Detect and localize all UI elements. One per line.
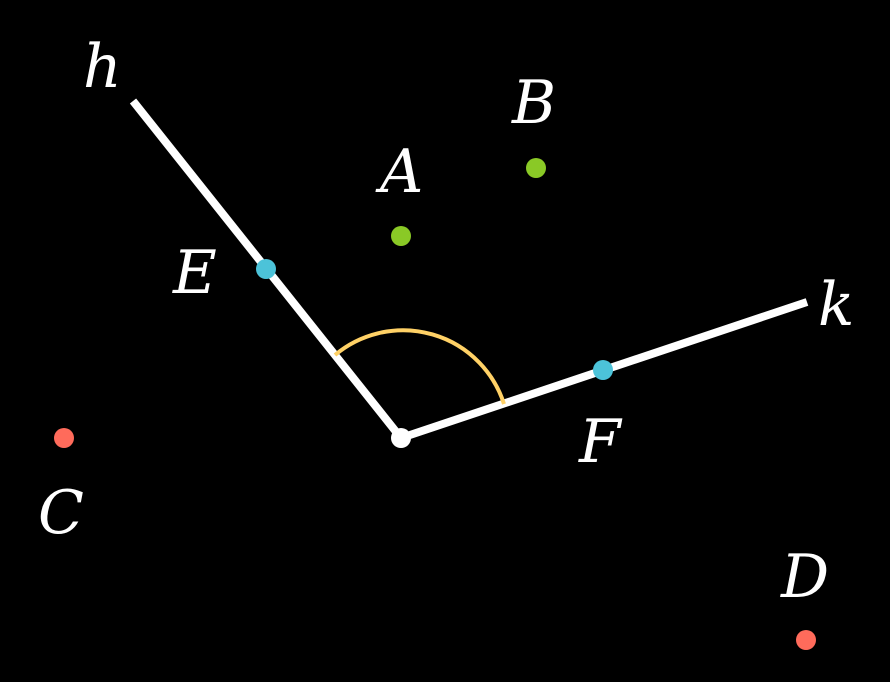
ray-h-label: h [83,32,122,102]
angle-arc [333,328,506,405]
point-f [593,360,613,380]
point-b [526,158,546,178]
point-a-label: A [375,137,423,207]
point-c-label: C [38,478,84,548]
point-b-label: B [511,68,556,138]
point-d [796,630,816,650]
point-f-label: F [578,407,623,477]
point-a [391,226,411,246]
point-d-label: D [780,542,829,612]
vertex-point [391,428,411,448]
ray-k-label: k [818,270,854,340]
point-c [54,428,74,448]
point-e-label: E [172,238,217,308]
point-e [256,259,276,279]
